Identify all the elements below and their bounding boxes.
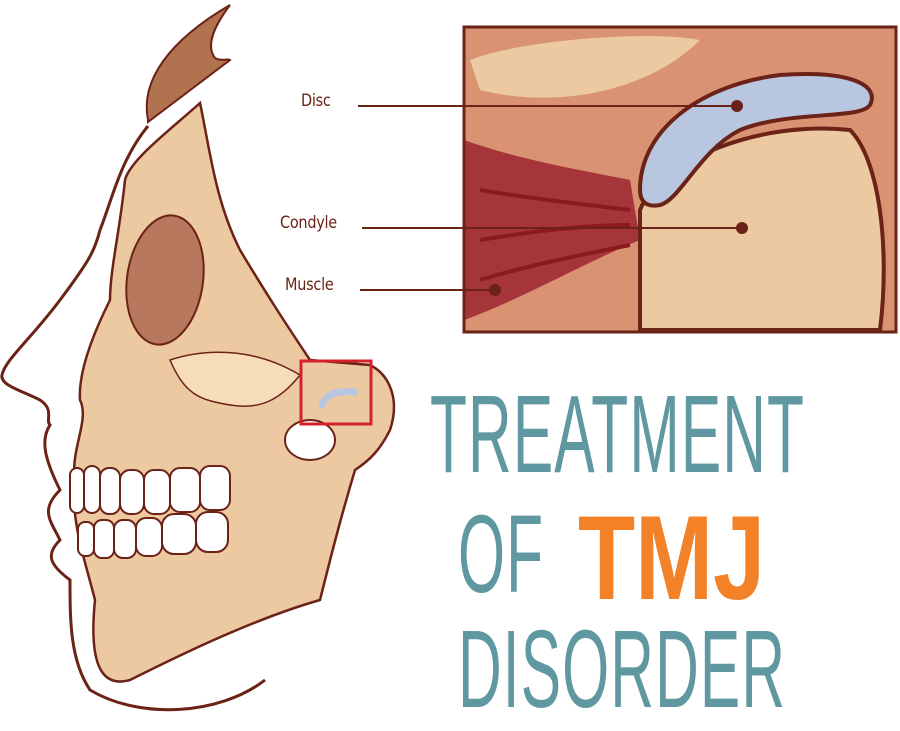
title-tmj: TMJ: [578, 491, 766, 625]
label-muscle: Muscle: [285, 275, 334, 295]
cheekbone: [168, 351, 302, 407]
face-profile-outline: [0, 125, 266, 712]
upper-teeth: [69, 465, 231, 515]
eye-socket: [125, 214, 205, 346]
label-condyle: Condyle: [280, 213, 337, 233]
lower-teeth: [77, 511, 229, 559]
label-disc: Disc: [301, 91, 331, 111]
leader-lines: [358, 100, 748, 296]
inset-joint-closeup: [462, 25, 898, 334]
small-disc: [318, 388, 359, 409]
tmj-highlight-box: [299, 359, 373, 426]
title-treatment: TREATMENT: [430, 373, 806, 496]
hair-shape: [145, 4, 232, 125]
title-disorder: DISORDER: [458, 608, 787, 731]
title-of: OF: [458, 493, 545, 616]
ear-canal: [284, 419, 336, 461]
